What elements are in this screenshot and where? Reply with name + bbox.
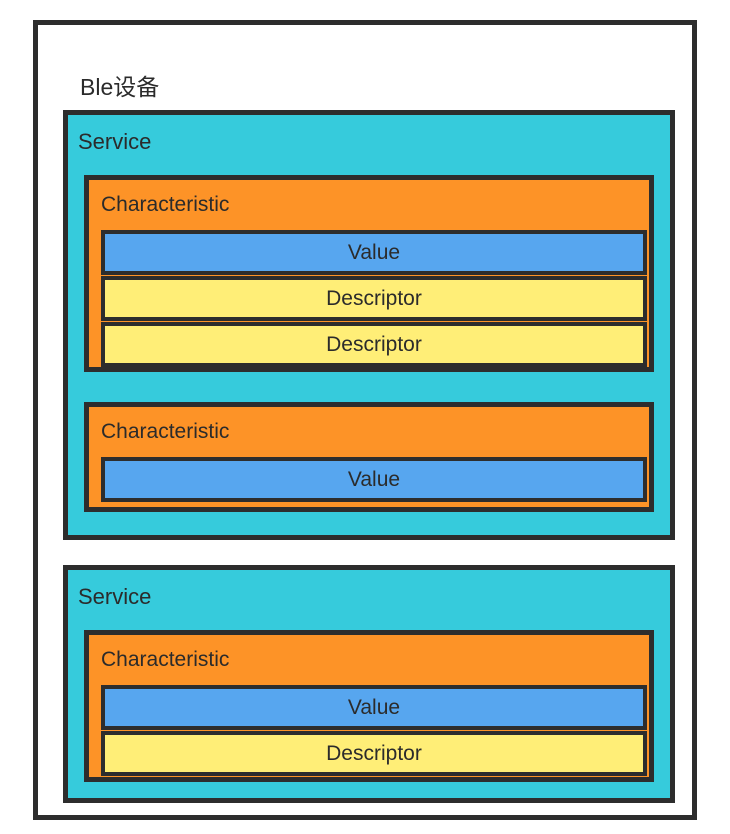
value-row-1-1-1: Value: [101, 230, 647, 275]
descriptor-row-1-1-3: Descriptor: [101, 322, 647, 367]
characteristic-label-1-1: Characteristic: [101, 193, 230, 216]
descriptor-row-1-1-2: Descriptor: [101, 276, 647, 321]
value-label: Value: [347, 696, 401, 719]
characteristic-block-1-2: Characteristic Value: [84, 402, 654, 512]
service-label-1: Service: [78, 129, 152, 154]
service-block-2: Service Characteristic Value Descriptor: [63, 565, 675, 803]
characteristic-label-2-1: Characteristic: [101, 648, 230, 671]
ble-device-title: Ble设备: [80, 74, 160, 100]
descriptor-label: Descriptor: [326, 333, 422, 356]
value-label: Value: [347, 468, 401, 491]
service-label-2: Service: [78, 584, 152, 609]
characteristic-block-1-1: Characteristic Value Descriptor Descript…: [84, 175, 654, 372]
service-block-1: Service Characteristic Value Descriptor …: [63, 110, 675, 540]
value-row-2-1-1: Value: [101, 685, 647, 730]
value-row-1-2-1: Value: [101, 457, 647, 502]
characteristic-block-2-1: Characteristic Value Descriptor: [84, 630, 654, 782]
value-label: Value: [347, 241, 401, 264]
ble-device-container: Ble设备 Service Characteristic Value Descr…: [33, 20, 697, 820]
descriptor-label: Descriptor: [326, 742, 422, 765]
characteristic-label-1-2: Characteristic: [101, 420, 230, 443]
descriptor-row-2-1-2: Descriptor: [101, 731, 647, 776]
descriptor-label: Descriptor: [326, 287, 422, 310]
